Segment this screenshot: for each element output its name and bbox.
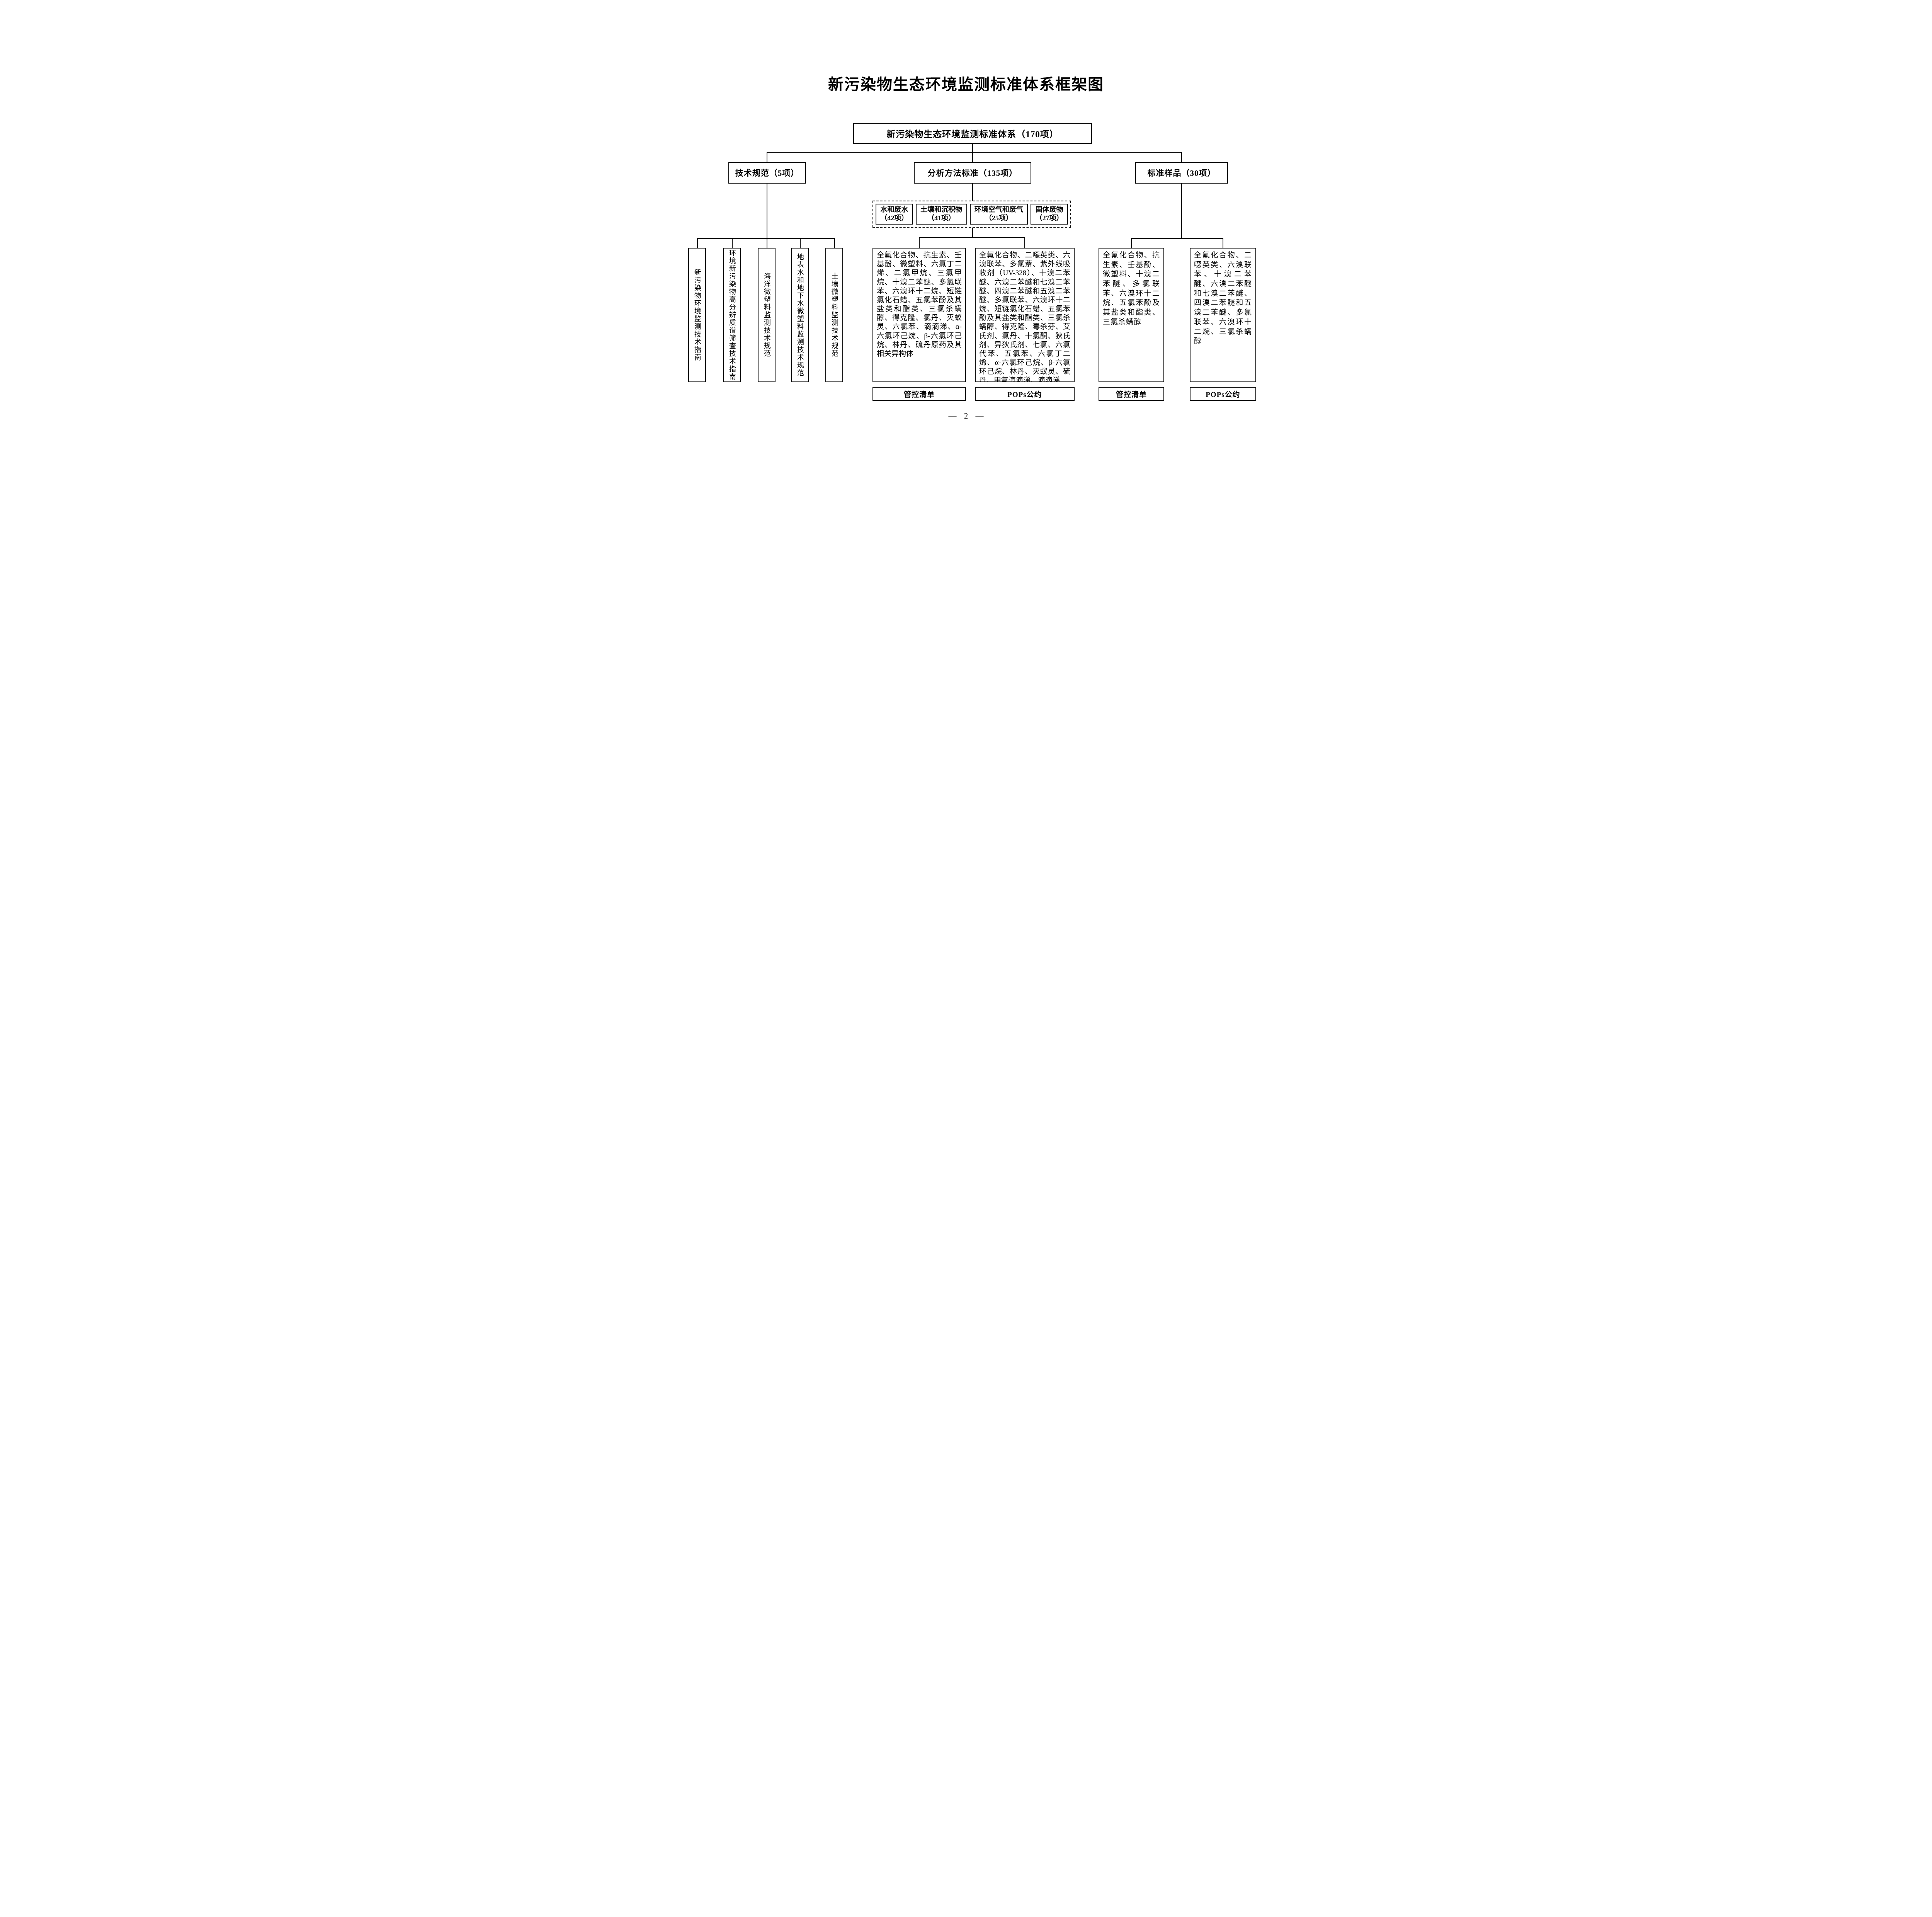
connector-line [697, 238, 835, 239]
method-control-list-content: 全氟化合物、抗生素、壬基酚、微塑料、六氯丁二烯、二氯甲烷、三氯甲烷、十溴二苯醚、… [877, 251, 962, 358]
connector-line [800, 238, 801, 248]
tech-item-surface-groundwater-microplastics-label: 地表水和地下水微塑料监测技术规范 [796, 253, 804, 377]
media-box-soil-name: 土壤和沉积物 [920, 206, 963, 214]
method-control-list-label-box: 管控清单 [872, 387, 966, 401]
connector-line [919, 237, 920, 248]
media-box-soil: 土壤和沉积物 （41项） [915, 204, 967, 225]
connector-line [1131, 238, 1132, 248]
sample-pops-content: 全氟化合物、二噁英类、六溴联苯、十溴二苯醚、六溴二苯醚和七溴二苯醚、四溴二苯醚和… [1194, 251, 1252, 346]
method-pops-label-box: POPs公约 [975, 387, 1075, 401]
connector-line [697, 238, 698, 248]
page-number: — 2 — [948, 411, 984, 421]
media-box-solid-waste-count: （27项） [1035, 214, 1063, 222]
media-box-air: 环境空气和废气 （25项） [969, 204, 1028, 225]
tech-item-marine-microplastics: 海洋微塑料监测技术规范 [758, 248, 776, 382]
branch-sample-label: 标准样品（30项） [1147, 169, 1216, 178]
branch-method: 分析方法标准（135项） [914, 162, 1031, 184]
method-pops-label: POPs公约 [1007, 390, 1042, 399]
connector-line [834, 238, 835, 248]
connector-line [1181, 184, 1182, 239]
sample-control-list-box: 全氟化合物、抗生素、壬基酚、微塑料、十溴二苯醚、多氯联苯、六溴环十二烷、五氯苯酚… [1099, 248, 1164, 382]
tech-item-soil-microplastics: 土壤微塑料监测技术规范 [825, 248, 843, 382]
tech-item-soil-microplastics-label: 土壤微塑料监测技术规范 [830, 272, 838, 358]
method-control-list-box: 全氟化合物、抗生素、壬基酚、微塑料、六氯丁二烯、二氯甲烷、三氯甲烷、十溴二苯醚、… [872, 248, 966, 382]
sample-control-list-content: 全氟化合物、抗生素、壬基酚、微塑料、十溴二苯醚、多氯联苯、六溴环十二烷、五氯苯酚… [1103, 251, 1160, 326]
connector-line [972, 152, 973, 162]
media-box-water-count: （42项） [880, 214, 908, 222]
sample-control-list-label-box: 管控清单 [1099, 387, 1164, 401]
connector-line [972, 184, 973, 201]
connector-line [1181, 152, 1182, 162]
tech-item-hrms-screening-guideline-label: 环境新污染物高分辨质谱筛查技术指南 [728, 249, 736, 381]
tech-item-monitoring-guideline-label: 新污染物环境监测技术指南 [693, 269, 701, 361]
media-box-water: 水和废水 （42项） [876, 204, 913, 225]
media-box-water-name: 水和废水 [880, 206, 908, 214]
branch-method-label: 分析方法标准（135项） [927, 169, 1018, 178]
sample-pops-label: POPs公约 [1206, 390, 1240, 399]
media-box-solid-waste-name: 固体废物 [1035, 206, 1063, 214]
connector-line [972, 228, 973, 238]
connector-line [1024, 237, 1025, 248]
tech-item-surface-groundwater-microplastics: 地表水和地下水微塑料监测技术规范 [791, 248, 809, 382]
root-node: 新污染物生态环境监测标准体系（170项） [853, 123, 1092, 144]
method-pops-box: 全氟化合物、二噁英类、六溴联苯、多氯萘、紫外线吸收剂（UV-328）、十溴二苯醚… [975, 248, 1075, 382]
tech-item-hrms-screening-guideline: 环境新污染物高分辨质谱筛查技术指南 [723, 248, 741, 382]
media-box-air-name: 环境空气和废气 [974, 206, 1023, 214]
connector-line [1131, 238, 1223, 239]
connector-line [767, 152, 1182, 153]
sample-control-list-label: 管控清单 [1116, 390, 1147, 399]
media-box-air-count: （25项） [985, 214, 1013, 222]
media-group: 水和废水 （42项） 土壤和沉积物 （41项） 环境空气和废气 （25项） 固体… [872, 201, 1071, 228]
connector-line [732, 238, 733, 248]
method-pops-content: 全氟化合物、二噁英类、六溴联苯、多氯萘、紫外线吸收剂（UV-328）、十溴二苯醚… [979, 251, 1070, 382]
sample-pops-box: 全氟化合物、二噁英类、六溴联苯、十溴二苯醚、六溴二苯醚和七溴二苯醚、四溴二苯醚和… [1190, 248, 1256, 382]
media-box-solid-waste: 固体废物 （27项） [1031, 204, 1068, 225]
method-control-list-label: 管控清单 [903, 390, 935, 399]
branch-sample: 标准样品（30项） [1135, 162, 1228, 184]
diagram-page: 新污染物生态环境监测标准体系框架图 新污染物生态环境监测标准体系（170项） 技… [627, 0, 1305, 479]
tech-item-marine-microplastics-label: 海洋微塑料监测技术规范 [763, 272, 771, 358]
tech-item-monitoring-guideline: 新污染物环境监测技术指南 [688, 248, 706, 382]
media-box-soil-count: （41项） [927, 214, 956, 222]
root-node-label: 新污染物生态环境监测标准体系（170项） [886, 129, 1059, 139]
page-title: 新污染物生态环境监测标准体系框架图 [828, 76, 1104, 93]
sample-pops-label-box: POPs公约 [1190, 387, 1256, 401]
connector-line [919, 237, 1025, 238]
branch-tech: 技术规范（5项） [728, 162, 806, 184]
connector-line [972, 144, 973, 153]
branch-tech-label: 技术规范（5项） [735, 169, 799, 178]
